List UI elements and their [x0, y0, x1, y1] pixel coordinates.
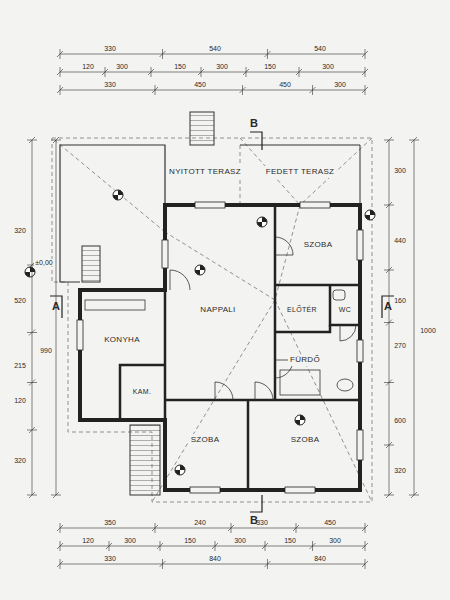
room-label: WC [337, 305, 353, 315]
outer-wall [80, 205, 360, 490]
dimension: 300 [393, 167, 407, 174]
room-label: KONYHA [102, 334, 142, 345]
room-label: SZOBA [289, 434, 322, 445]
dimension: 450 [278, 81, 292, 88]
inner-wall [120, 205, 360, 490]
dimension: 350 [103, 519, 117, 526]
dimension: 520 [13, 297, 27, 304]
dimension: 330 [103, 45, 117, 52]
dimension: 320 [13, 457, 27, 464]
stairs [82, 246, 100, 282]
door-swing [170, 237, 356, 400]
dimension: 540 [313, 45, 327, 52]
room-label: SZOBA [189, 434, 222, 445]
room-name: SZOBA [291, 435, 320, 444]
level-marker [25, 190, 375, 475]
dimension-lines [27, 49, 419, 569]
room-name: KONYHA [104, 335, 140, 344]
level-text: ±0,00 [34, 259, 53, 266]
dimension: 215 [13, 362, 27, 369]
dimension: 120 [81, 537, 95, 544]
dimension: 540 [208, 45, 222, 52]
terrace-edge [240, 145, 360, 146]
dimension: 120 [81, 63, 95, 70]
section-mark: A [51, 301, 61, 312]
dimension: 840 [208, 555, 222, 562]
dimension: 150 [263, 63, 277, 70]
room-name: FEDETT TERASZ [266, 167, 335, 176]
stairs [190, 112, 214, 145]
room-name: SZOBA [191, 435, 220, 444]
stairs [130, 425, 160, 495]
room-label: FÜRDŐ [288, 354, 322, 365]
terrace-edge [60, 145, 165, 282]
room-label: ELŐTÉR [285, 305, 319, 315]
room-label: KAM. [131, 387, 153, 397]
dimension: 300 [321, 63, 335, 70]
roof-outline [52, 138, 372, 502]
room-label: NYITOTT TERASZ [167, 166, 243, 177]
room-name: NYITOTT TERASZ [169, 167, 241, 176]
dimension: 270 [393, 342, 407, 349]
dimension: 300 [328, 537, 342, 544]
room-name: NAPPALI [200, 305, 235, 314]
dimension: 330 [103, 555, 117, 562]
window [77, 202, 363, 493]
dimension: 300 [333, 81, 347, 88]
section-mark: B [249, 515, 259, 526]
terrace-edge [360, 145, 361, 205]
room-label: FEDETT TERASZ [264, 166, 337, 177]
dimension: 320 [393, 467, 407, 474]
room-name: KAM. [133, 388, 151, 396]
dimension: 330 [103, 81, 117, 88]
dimension: 300 [115, 63, 129, 70]
dimension: 840 [313, 555, 327, 562]
fixture [85, 290, 353, 395]
dimension: 240 [193, 519, 207, 526]
dimension: 440 [393, 237, 407, 244]
dimension: 300 [123, 537, 137, 544]
section-line [50, 132, 394, 512]
room-name: SZOBA [304, 240, 333, 249]
room-label: SZOBA [302, 239, 335, 250]
section-mark: A [383, 301, 393, 312]
room-name: ELŐTÉR [287, 306, 317, 314]
dimension: 300 [215, 63, 229, 70]
dimension: 120 [13, 397, 27, 404]
dimension: 150 [283, 537, 297, 544]
dimension: 1000 [419, 327, 437, 334]
room-name: WC [339, 306, 351, 314]
room-label: NAPPALI [198, 304, 237, 315]
room-name: FÜRDŐ [290, 355, 320, 364]
section-mark: B [249, 118, 259, 129]
dimension: 600 [393, 417, 407, 424]
dimension: 450 [193, 81, 207, 88]
dimension: 300 [233, 537, 247, 544]
dimension: 320 [13, 227, 27, 234]
dimension: 160 [393, 297, 407, 304]
dimension: 990 [39, 347, 53, 354]
dimension: 150 [183, 537, 197, 544]
dimension: 450 [323, 519, 337, 526]
dimension: 150 [173, 63, 187, 70]
